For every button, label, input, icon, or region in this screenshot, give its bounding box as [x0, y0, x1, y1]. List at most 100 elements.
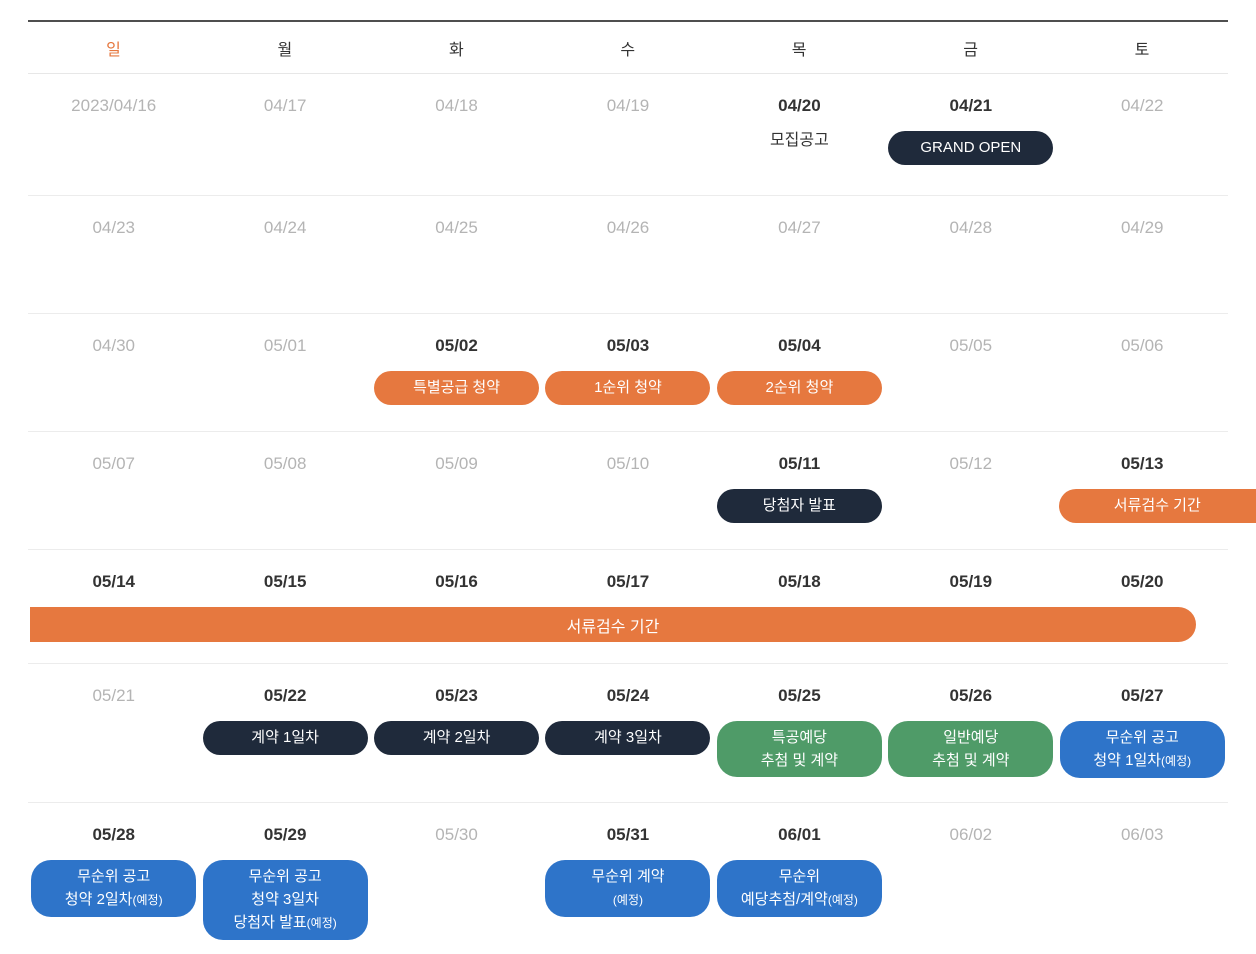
day-cell: 2023/04/16: [28, 74, 199, 195]
event-badge-line: 일반예당: [943, 729, 999, 746]
day-cell: 06/02: [885, 803, 1056, 954]
day-cell: 04/27: [714, 196, 885, 313]
day-cell: 05/08: [199, 432, 370, 549]
event-badge-line: 무순위 공고: [1105, 729, 1179, 746]
date-label: 05/22: [263, 686, 307, 705]
date-label: 04/22: [1120, 96, 1164, 115]
day-cell: 05/21: [28, 664, 199, 802]
weekday-friday: 금: [963, 41, 979, 59]
day-cell: 05/16: [371, 550, 542, 663]
date-label: 05/30: [435, 825, 478, 844]
day-cell: 05/22 계약 1일차: [199, 664, 370, 802]
date-label: 05/13: [1120, 454, 1164, 473]
event-badge: 특별공급 청약: [374, 371, 540, 405]
event-badge-line: 당첨자 발표: [762, 497, 836, 514]
day-cell: 04/30: [28, 314, 199, 431]
planned-suffix: (예정): [612, 893, 643, 907]
day-cell: 05/17: [542, 550, 713, 663]
event-badge: 계약 3일차: [545, 721, 711, 755]
date-label: 05/18: [778, 572, 821, 591]
date-label: 05/26: [949, 686, 993, 705]
date-label: 05/08: [263, 454, 307, 473]
weekday-saturday: 토: [1134, 41, 1150, 59]
day-cell: 04/26: [542, 196, 713, 313]
day-cell: 05/20: [1057, 550, 1228, 663]
date-label: 05/01: [263, 336, 307, 355]
event-badge: 계약 1일차: [202, 721, 368, 755]
event-badge-line: 추첨 및 계약: [760, 752, 839, 769]
weekday-header-row: 일 월 화 수 목 금 토: [28, 22, 1228, 74]
weekday-thursday: 목: [791, 41, 808, 59]
day-cell: 04/29: [1057, 196, 1228, 313]
date-label: 06/03: [1120, 825, 1164, 844]
date-label: 06/01: [778, 825, 821, 844]
weekday-monday: 월: [277, 41, 293, 59]
date-label: 04/30: [92, 336, 135, 355]
event-badge-line: 예당추첨/계약(예정): [740, 891, 858, 908]
planned-suffix: (예정): [306, 916, 337, 930]
date-label: 05/12: [949, 454, 993, 473]
event-badge-line: 계약 2일차: [422, 729, 491, 746]
date-label: 05/21: [92, 686, 135, 705]
event-badge-line: 계약 1일차: [251, 729, 319, 746]
date-label: 05/06: [1120, 336, 1164, 355]
day-cell: 04/17: [199, 74, 370, 195]
date-label: 2023/04/16: [71, 96, 157, 115]
weekday-sunday: 일: [106, 41, 122, 59]
date-label: 05/10: [606, 454, 650, 473]
day-cell: 04/25: [371, 196, 542, 313]
day-cell: 05/18: [714, 550, 885, 663]
day-cell: 04/24: [199, 196, 370, 313]
date-label: 05/29: [263, 825, 307, 844]
day-cell: 05/09: [371, 432, 542, 549]
event-badge-line: 2순위 청약: [765, 379, 834, 396]
event-badge-line: 무순위 공고: [248, 868, 322, 885]
date-label: 05/16: [435, 572, 478, 591]
day-cell: 04/19: [542, 74, 713, 195]
event-badge-line: 1순위 청약: [594, 379, 662, 396]
date-label: 04/28: [949, 218, 993, 237]
date-label: 04/24: [263, 218, 307, 237]
note-text: 모집공고: [769, 132, 829, 149]
day-cell: 05/19: [885, 550, 1056, 663]
date-label: 04/18: [435, 96, 478, 115]
date-label: 05/19: [949, 572, 993, 591]
day-cell: 05/01: [199, 314, 370, 431]
event-badge: GRAND OPEN: [888, 131, 1054, 165]
event-badge: 당첨자 발표: [716, 489, 882, 523]
date-label: 04/19: [606, 96, 650, 115]
date-label: 05/15: [263, 572, 307, 591]
day-cell: 05/04 2순위 청약: [714, 314, 885, 431]
day-cell: 04/18: [371, 74, 542, 195]
event-badge-line: 서류검수 기간: [1113, 497, 1201, 514]
date-label: 04/17: [263, 96, 307, 115]
date-label: 05/04: [778, 336, 821, 355]
date-label: 05/09: [435, 454, 478, 473]
event-badge-line: 계약 3일차: [594, 729, 662, 746]
date-label: 04/29: [1120, 218, 1164, 237]
event-badge-line: 특별공급 청약: [413, 379, 501, 396]
day-cell: 05/05: [885, 314, 1056, 431]
date-label: 05/28: [92, 825, 135, 844]
day-cell: 05/30: [371, 803, 542, 954]
event-badge: 2순위 청약: [716, 371, 882, 405]
